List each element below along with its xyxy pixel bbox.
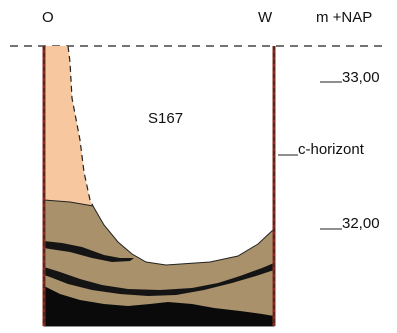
horizon-label: c-horizont bbox=[298, 141, 365, 158]
dark-bottom-layer bbox=[44, 286, 274, 326]
upper-deposit bbox=[44, 46, 93, 206]
east-label: O bbox=[42, 9, 54, 26]
unit-label: m +NAP bbox=[316, 9, 372, 26]
elevation-label-33: 33,00 bbox=[342, 69, 380, 86]
upper-deposit-boundary bbox=[67, 45, 94, 207]
elevation-label-32: 32,00 bbox=[342, 215, 380, 232]
west-label: W bbox=[258, 9, 273, 26]
dark-band-1 bbox=[44, 241, 134, 262]
feature-label: S167 bbox=[148, 110, 183, 127]
dark-band-2 bbox=[44, 263, 274, 296]
